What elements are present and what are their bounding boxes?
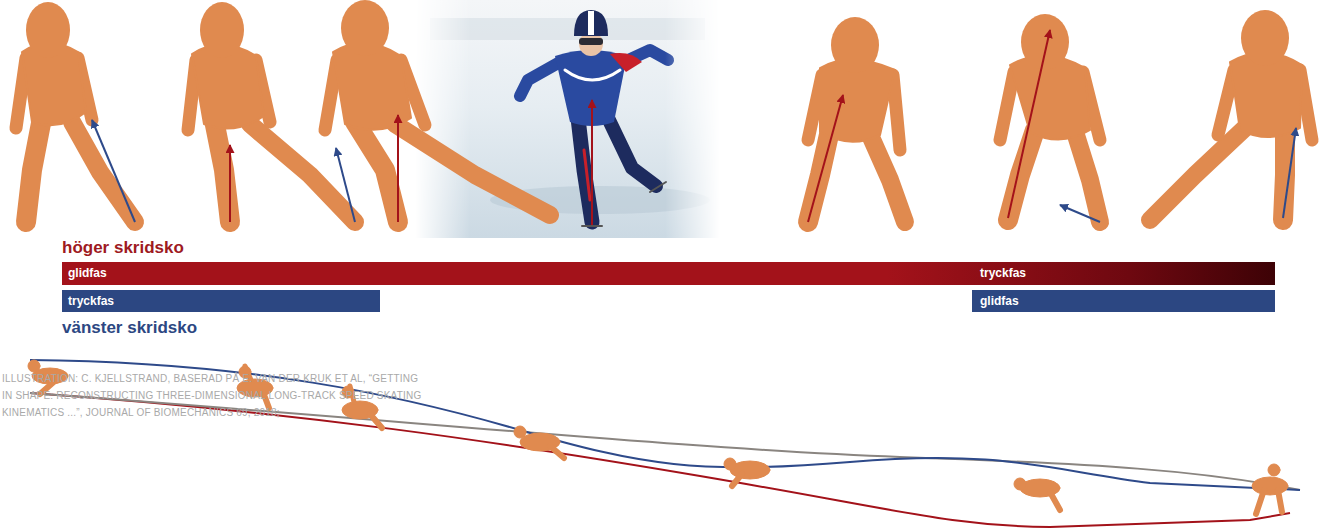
phase-band: höger skridskoglidfastryckfas [62,262,1275,285]
leg [395,124,550,215]
arm [893,75,900,150]
leg [1150,128,1245,220]
leg [72,122,135,222]
top-view-figure [1252,464,1288,514]
skater-figure [16,2,135,222]
leg [550,446,564,458]
arm [1000,72,1014,140]
force-arrow [1060,205,1100,222]
suit-patch [610,53,642,72]
leg [370,414,382,428]
helmet-stripe [588,11,594,35]
leg [355,122,398,222]
head [1021,14,1069,70]
skate-blade [650,182,666,192]
phase-band: glidfas [972,290,1275,312]
leg [1050,492,1060,510]
torso [333,43,411,130]
credit-note: ILLUSTRATION: C. KJELLSTRAND, BASERAD PÅ… [2,370,422,421]
photo-arm [520,62,560,96]
skater-figure [808,17,905,222]
photo-goggles [579,38,603,45]
phase-label: tryckfas [980,266,1026,281]
top-view-figure [1014,478,1060,510]
phase-label: glidfas [68,266,107,281]
skate-heading: höger skridsko [62,238,184,258]
skater-figure [1150,10,1312,220]
phase-label: glidfas [980,294,1019,309]
force-arrow [229,145,231,222]
leg [1256,490,1264,514]
force-arrow [591,100,593,225]
skater-silhouettes [16,0,1312,222]
top-view-figure [514,426,564,458]
skater-photo [415,0,720,238]
leg [1278,490,1282,512]
leg [732,474,742,486]
skater-figure [325,0,550,222]
head [200,2,244,58]
head [831,17,879,73]
top-view-figure [237,366,273,408]
body [1252,477,1288,495]
photo-skater [520,10,668,226]
skate-blade [582,225,602,227]
force-arrow [1008,30,1050,218]
skater-figure [188,2,355,222]
leg [250,124,355,222]
photo-leg [608,118,656,186]
phase-band: tryckfas [62,290,380,312]
force-arrow [808,95,843,222]
head [28,360,40,372]
force-arrows [92,30,1296,225]
head [1241,10,1289,66]
leg [1008,130,1035,220]
force-arrow [336,148,355,222]
leg [214,120,230,222]
top-view-figure [724,458,770,486]
head [1268,464,1280,476]
ice-background [415,0,720,238]
force-arrow [397,115,399,222]
head [514,426,526,438]
suit-stripe [565,70,620,80]
photo-helmet [574,10,608,36]
head [1014,478,1026,490]
skate-heading: vänster skridsko [62,318,197,338]
skater-figure [1000,14,1100,222]
suit-stripe [584,150,590,200]
force-arrow [1283,128,1296,218]
torso [192,44,264,128]
leg [26,118,42,222]
phase-label: tryckfas [68,294,114,309]
head [26,2,70,58]
force-arrow [92,120,135,222]
trajectories [30,360,1300,527]
head [341,0,389,56]
photo-leg [578,118,592,222]
head [724,458,736,470]
rink-wall [430,18,705,40]
leg [1075,132,1100,222]
